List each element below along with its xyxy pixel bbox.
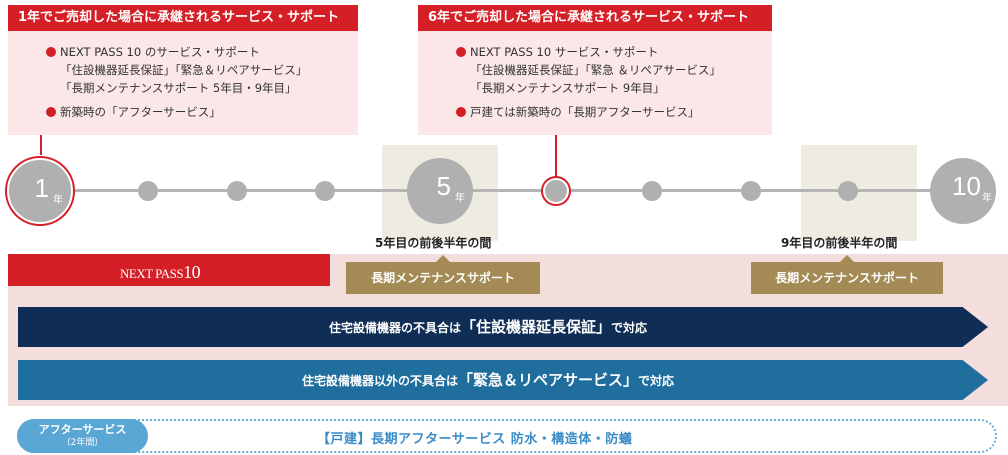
arrow-text-pre: 住宅設備機器以外の不具合は [301,374,458,388]
warranty-arrow: 住宅設備機器の不具合は「住設機器延長保証」で対応 [18,307,988,347]
after-service-title: アフターサービス [38,423,127,436]
year-unit: 年 [982,193,992,204]
list-line: NEXT PASS 10 のサービス・サポート [60,45,260,59]
list-line: 「長期メンテナンスサポート 9年目」 [470,81,665,95]
repair-arrow-text: 住宅設備機器以外の不具合は「緊急＆リペアサービス」で対応 [18,360,958,400]
list-line: 戸建ては新築時の「長期アフターサービス」 [470,105,700,119]
year-9-dot [838,181,858,201]
year-6-dot [543,178,569,204]
year5-period-label: 5年目の前後半年の間 [375,236,492,250]
info-list: NEXT PASS 10 サービス・サポート 「住設機器延長保証」「緊急 ＆リペ… [418,31,772,121]
arrow-text-pre: 住宅設備機器の不具合は [328,321,461,335]
list-item: NEXT PASS 10 のサービス・サポート 「住設機器延長保証」「緊急＆リペ… [46,43,358,97]
arrow-shape [18,307,988,347]
list-line: 「住設機器延長保証」「緊急＆リペアサービス」 [60,63,308,77]
after-service-pill: アフターサービス （2年間） [17,419,148,453]
logo-number: 10 [183,262,201,282]
timeline-line [40,189,970,192]
year-4-dot [315,181,335,201]
connector-line-6 [555,135,557,180]
arrow-text-post: で対応 [611,321,648,335]
year-2-dot [138,181,158,201]
year-number: 1 [34,173,49,203]
after-service-text: 【戸建】長期アフターサービス 防水・構造体・防蟻 [317,432,633,447]
logo-text: NEXT PASS [120,266,184,281]
list-line: 「長期メンテナンスサポート 5年目・9年目」 [60,81,297,95]
list-line: 新築時の「アフターサービス」 [60,105,221,119]
list-line: 「住設機器延長保証」「緊急 ＆リペアサービス」 [470,63,721,77]
year-7-dot [642,181,662,201]
list-line: NEXT PASS 10 サービス・サポート [470,45,659,59]
info-box-1-year: 1年でご売却した場合に承継されるサービス・サポート NEXT PASS 10 の… [8,5,358,135]
arrow-text-post: で対応 [638,374,675,388]
list-item: 新築時の「アフターサービス」 [46,103,358,121]
year-10-marker: 10 年 [930,158,996,224]
year-1-marker: 1 年 [7,158,73,224]
arrow-shape [18,360,988,400]
info-box-title: 6年でご売却した場合に承継されるサービス・サポート [418,5,772,31]
info-box-6-year: 6年でご売却した場合に承継されるサービス・サポート NEXT PASS 10 サ… [418,5,772,135]
warranty-arrow-text: 住宅設備機器の不具合は「住設機器延長保証」で対応 [18,307,958,347]
year-unit: 年 [53,195,63,206]
next-pass-logo: NEXT PASS10 [120,262,201,283]
year-5-marker: 5 年 [407,158,473,224]
year-8-dot [741,181,761,201]
arrow-text-emphasis: 「住設機器延長保証」 [460,318,611,336]
year9-period-label: 9年目の前後半年の間 [781,236,898,250]
year-unit: 年 [455,193,465,204]
arrow-text-emphasis: 「緊急＆リペアサービス」 [457,371,638,389]
connector-line-1 [40,135,42,155]
after-service-duration: （2年間） [61,438,104,448]
year-number: 5 [436,171,451,201]
year-number: 10 [952,171,981,201]
info-list: NEXT PASS 10 のサービス・サポート 「住設機器延長保証」「緊急＆リペ… [8,31,358,121]
repair-arrow: 住宅設備機器以外の不具合は「緊急＆リペアサービス」で対応 [18,360,988,400]
list-item: NEXT PASS 10 サービス・サポート 「住設機器延長保証」「緊急 ＆リペ… [456,43,772,97]
list-item: 戸建ては新築時の「長期アフターサービス」 [456,103,772,121]
next-pass-bar: NEXT PASS10 [8,254,330,286]
maintenance-tag-year9: 長期メンテナンスサポート [751,255,943,294]
maintenance-tag-year5: 長期メンテナンスサポート [346,255,540,294]
info-box-title: 1年でご売却した場合に承継されるサービス・サポート [8,5,358,31]
year-3-dot [227,181,247,201]
highlight-band-year9 [801,145,917,241]
